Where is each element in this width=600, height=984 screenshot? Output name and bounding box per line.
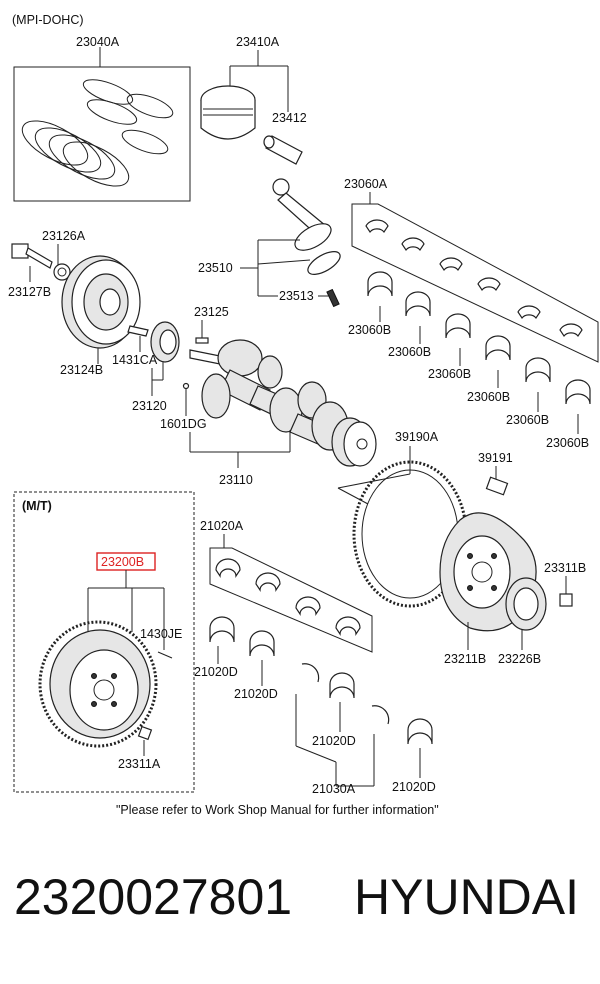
adapter-plate-part <box>505 577 547 631</box>
flywheel-part <box>38 620 173 748</box>
parts-diagram: (MPI-DOHC) 23040A 23410A 23412 23510 <box>8 13 599 817</box>
callout-main-bearing-d3[interactable]: 21020D <box>312 734 356 748</box>
callout-pulley-washer[interactable]: 23127B <box>8 285 51 299</box>
piston-pin-part <box>263 135 303 165</box>
callout-flywheel-bolt[interactable]: 23311A <box>118 757 161 771</box>
callout-crank-sprocket[interactable]: 23120 <box>132 399 167 413</box>
main-bearing-d-shells <box>209 616 433 745</box>
inset-title: (M/T) <box>22 499 52 513</box>
callout-crank-pin[interactable]: 1601DG <box>160 417 207 431</box>
key-pin-part <box>127 325 149 337</box>
callout-conrod-bolt[interactable]: 23513 <box>279 289 314 303</box>
crank-sprocket-part <box>150 321 180 363</box>
callout-bearing-b2[interactable]: 23060B <box>388 345 431 359</box>
callout-bearing-b3[interactable]: 23060B <box>428 367 471 381</box>
callout-crankshaft[interactable]: 23110 <box>219 473 253 487</box>
callout-thrust-washer[interactable]: 21030A <box>312 782 356 796</box>
brand-caption: HYUNDAI <box>354 869 580 925</box>
callout-drive-plate[interactable]: 23211B <box>444 652 486 666</box>
callout-drive-plate-bolt-b[interactable]: 23311B <box>544 561 586 575</box>
thrust-washer-part <box>301 663 390 725</box>
callout-adapter-plate[interactable]: 23226B <box>498 652 541 666</box>
drive-plate-bolt-b-part <box>559 593 573 607</box>
crank-key-part <box>195 337 209 344</box>
flywheel-bolt-part <box>137 725 153 741</box>
callout-bearing-b5[interactable]: 23060B <box>506 413 549 427</box>
callout-bearing-b1[interactable]: 23060B <box>348 323 391 337</box>
drive-plate-bolt-part <box>485 476 509 496</box>
callout-damper-pulley[interactable]: 23124B <box>60 363 103 377</box>
callout-dowel-pin[interactable]: 1430JE <box>140 627 182 641</box>
callout-crank-key[interactable]: 23125 <box>194 305 229 319</box>
bearing-b-shells <box>367 271 591 405</box>
callout-drive-plate-bolt[interactable]: 39191 <box>478 451 513 465</box>
conrod-bearing-shells <box>365 219 583 338</box>
callout-key-pin[interactable]: 1431CA <box>112 353 158 367</box>
footnote: "Please refer to Work Shop Manual for fu… <box>116 803 439 817</box>
conrod-part <box>272 178 341 308</box>
callout-conrod[interactable]: 23510 <box>198 261 233 275</box>
callout-main-bearing-d2[interactable]: 21020D <box>234 687 278 701</box>
callout-ring-gear[interactable]: 39190A <box>395 430 439 444</box>
bearing-set-outline <box>351 203 599 363</box>
callout-pulley-bolt[interactable]: 23126A <box>42 229 86 243</box>
callout-flywheel[interactable]: 23200B <box>101 555 144 569</box>
part-number-caption: 2320027801 <box>14 869 293 925</box>
header-label: (MPI-DOHC) <box>12 13 84 27</box>
caption-bar: 2320027801 HYUNDAI <box>0 868 600 948</box>
piston-part <box>200 85 256 140</box>
main-bearing-outline <box>209 547 373 653</box>
callout-bearing-b6[interactable]: 23060B <box>546 436 589 450</box>
callout-main-bearing-d1[interactable]: 21020D <box>194 665 238 679</box>
callout-bearing-b4[interactable]: 23060B <box>467 390 510 404</box>
callout-conrod-bearing-set[interactable]: 23060A <box>344 177 388 191</box>
callout-main-bearing-set[interactable]: 21020A <box>200 519 244 533</box>
piston-ring-box <box>13 66 191 202</box>
pulley-bolt-part <box>11 243 71 281</box>
main-bearing-shells <box>215 558 361 636</box>
damper-pulley-part <box>61 255 141 349</box>
callout-main-bearing-d4[interactable]: 21020D <box>392 780 436 794</box>
crankshaft-part <box>182 339 377 467</box>
callout-piston-pin[interactable]: 23412 <box>272 111 307 125</box>
callout-piston-ring-set[interactable]: 23040A <box>76 35 120 49</box>
mt-inset-box <box>13 491 195 793</box>
piston-ring-group <box>21 79 174 187</box>
callout-piston[interactable]: 23410A <box>236 35 280 49</box>
